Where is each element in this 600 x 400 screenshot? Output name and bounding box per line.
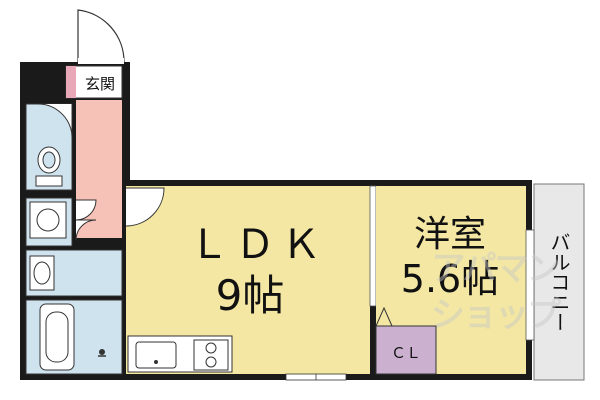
sink-icon <box>135 341 177 369</box>
toilet-door-swing <box>37 103 73 139</box>
stove-icon <box>193 339 229 371</box>
balcony-door <box>525 229 535 341</box>
laundry-door-swing-2 <box>75 219 97 241</box>
western-room-size-label: 5.6帖 <box>401 257 499 301</box>
entrance-stripe <box>66 66 76 98</box>
basin-icon <box>29 255 55 291</box>
balcony <box>533 183 585 381</box>
closet-door <box>375 306 393 327</box>
kitchen-counter <box>127 335 233 373</box>
ldk-door-swing <box>125 187 165 227</box>
bathtub-icon <box>39 303 75 371</box>
watermark-logo: アパマン ショップ <box>420 246 570 356</box>
partition-wall <box>369 185 377 307</box>
entrance-door-gap <box>78 58 124 64</box>
entrance-door-swing <box>77 9 125 63</box>
balcony-label: バルコニー <box>547 232 571 332</box>
shower-icon <box>98 349 106 357</box>
closet <box>375 325 437 375</box>
washing-machine-icon <box>29 201 67 239</box>
western-room-label: 洋室 <box>414 214 486 255</box>
ldk-size-label: 9帖 <box>216 271 285 320</box>
watermark-line-1: アパマン <box>431 249 560 289</box>
toilet-icon <box>35 146 63 187</box>
closet-label: ＣＬ <box>391 344 421 362</box>
ldk-label: ＬＤＫ <box>189 222 327 268</box>
entrance-label: 玄関 <box>85 75 115 93</box>
watermark-line-2: ショップ <box>431 295 561 335</box>
